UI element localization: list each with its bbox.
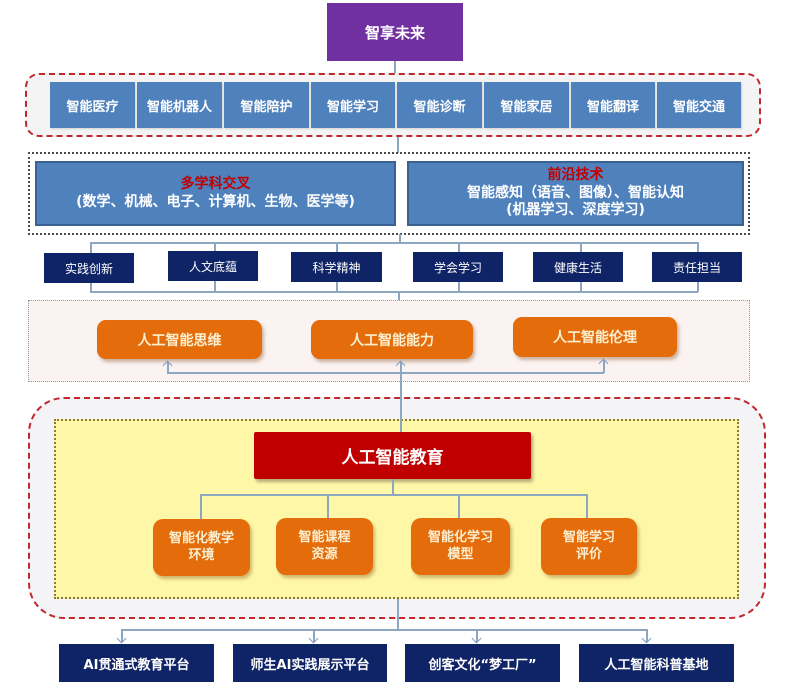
literacy-label: 科学精神 — [312, 260, 361, 275]
education-component-line1: 智能课程 — [298, 529, 351, 545]
application-box: 智能机器人 — [137, 82, 222, 128]
application-label: 智能陪护 — [240, 99, 293, 115]
application-box: 智能翻译 — [571, 82, 655, 128]
connector-line — [392, 479, 394, 494]
education-component-box: 智能课程 资源 — [276, 518, 373, 575]
connector-line — [121, 629, 647, 631]
connector-line — [167, 372, 604, 374]
education-component-line1: 智能学习 — [562, 529, 615, 545]
literacy-box: 实践创新 — [44, 253, 134, 283]
platform-box: 创客文化“梦工厂” — [405, 644, 560, 682]
frontier-tech-detail-2: (机器学习、深度学习) — [506, 202, 645, 219]
top-title-box: 智享未来 — [327, 3, 463, 61]
platform-label: 师生AI实践展示平台 — [250, 657, 370, 673]
competency-box: 人工智能伦理 — [513, 317, 677, 357]
connector-line — [394, 61, 396, 75]
frontier-tech-detail-1: 智能感知（语音、图像）、智能认知 — [467, 184, 684, 201]
application-label: 智能机器人 — [146, 99, 212, 115]
connector-line — [90, 242, 698, 244]
foundations-panel — [28, 152, 750, 235]
platform-box: 人工智能科普基地 — [579, 644, 734, 682]
education-component-line2: 资源 — [311, 546, 338, 562]
top-title: 智享未来 — [364, 23, 425, 42]
arrow-up-icon — [167, 362, 169, 373]
education-title-box: 人工智能教育 — [254, 432, 531, 479]
application-label: 智能翻译 — [586, 99, 639, 115]
competency-box: 人工智能思维 — [97, 320, 262, 359]
literacy-label: 健康生活 — [553, 260, 602, 275]
literacy-label: 学会学习 — [433, 260, 482, 275]
education-component-line2: 评价 — [575, 546, 602, 562]
arrow-down-icon — [121, 629, 123, 642]
connector-line — [397, 137, 399, 153]
literacy-box: 科学精神 — [291, 252, 382, 282]
interdisciplinary-detail: (数学、机械、电子、计算机、生物、医学等) — [76, 193, 355, 210]
platform-box: AI贯通式教育平台 — [59, 644, 214, 682]
literacy-box: 责任担当 — [652, 252, 742, 282]
literacy-box: 人文底蕴 — [168, 251, 258, 281]
literacy-label: 责任担当 — [672, 260, 721, 275]
platform-label: 创客文化“梦工厂” — [428, 657, 537, 673]
education-component-box: 智能化学习 模型 — [411, 518, 510, 575]
competency-label: 人工智能能力 — [350, 332, 434, 349]
platform-label: 人工智能科普基地 — [604, 657, 709, 673]
connector-line — [397, 599, 399, 630]
education-component-line1: 智能化学习 — [427, 529, 493, 545]
connector-line — [458, 494, 460, 519]
arrow-down-icon — [646, 629, 648, 642]
education-component-line1: 智能化教学 — [168, 530, 234, 546]
competency-box: 人工智能能力 — [311, 320, 473, 359]
arrow-down-icon — [476, 629, 478, 642]
education-component-line2: 模型 — [447, 546, 474, 562]
connector-line — [586, 494, 588, 519]
application-box: 智能学习 — [311, 82, 395, 128]
interdisciplinary-title: 多学科交叉 — [180, 176, 251, 192]
application-box: 智能交通 — [657, 82, 741, 128]
application-box: 智能陪护 — [224, 82, 309, 128]
application-label: 智能诊断 — [413, 99, 466, 115]
frontier-tech-title: 前沿技术 — [547, 167, 604, 184]
literacy-label: 实践创新 — [64, 261, 113, 276]
application-label: 智能学习 — [326, 99, 379, 115]
literacy-box: 健康生活 — [533, 252, 623, 282]
application-label: 智能家居 — [500, 99, 553, 115]
connector-line — [327, 494, 329, 519]
education-component-box: 智能化教学 环境 — [153, 519, 250, 576]
arrow-up-icon — [400, 362, 402, 427]
application-label: 智能交通 — [672, 99, 725, 115]
connector-line — [398, 291, 400, 301]
connector-line — [200, 494, 202, 519]
connector-line — [400, 397, 402, 433]
education-title: 人工智能教育 — [341, 448, 444, 468]
platform-label: AI贯通式教育平台 — [83, 657, 190, 673]
application-box: 智能家居 — [484, 82, 569, 128]
frontier-tech-box: 前沿技术 智能感知（语音、图像）、智能认知 (机器学习、深度学习) — [407, 161, 744, 226]
education-component-line2: 环境 — [188, 547, 215, 563]
application-box: 智能医疗 — [50, 82, 135, 128]
literacy-box: 学会学习 — [413, 252, 503, 282]
interdisciplinary-box: 多学科交叉 (数学、机械、电子、计算机、生物、医学等) — [35, 161, 396, 226]
application-label: 智能医疗 — [66, 99, 119, 115]
platform-box: 师生AI实践展示平台 — [233, 644, 387, 682]
connector-line — [200, 494, 587, 496]
arrow-up-icon — [603, 360, 605, 373]
connector-line — [399, 234, 401, 243]
competency-label: 人工智能思维 — [137, 332, 222, 349]
connector-line — [90, 291, 698, 293]
competency-label: 人工智能伦理 — [553, 330, 637, 346]
education-component-box: 智能学习 评价 — [541, 518, 637, 575]
literacy-label: 人文底蕴 — [188, 259, 237, 274]
application-box: 智能诊断 — [397, 82, 482, 128]
arrow-down-icon — [313, 629, 315, 642]
